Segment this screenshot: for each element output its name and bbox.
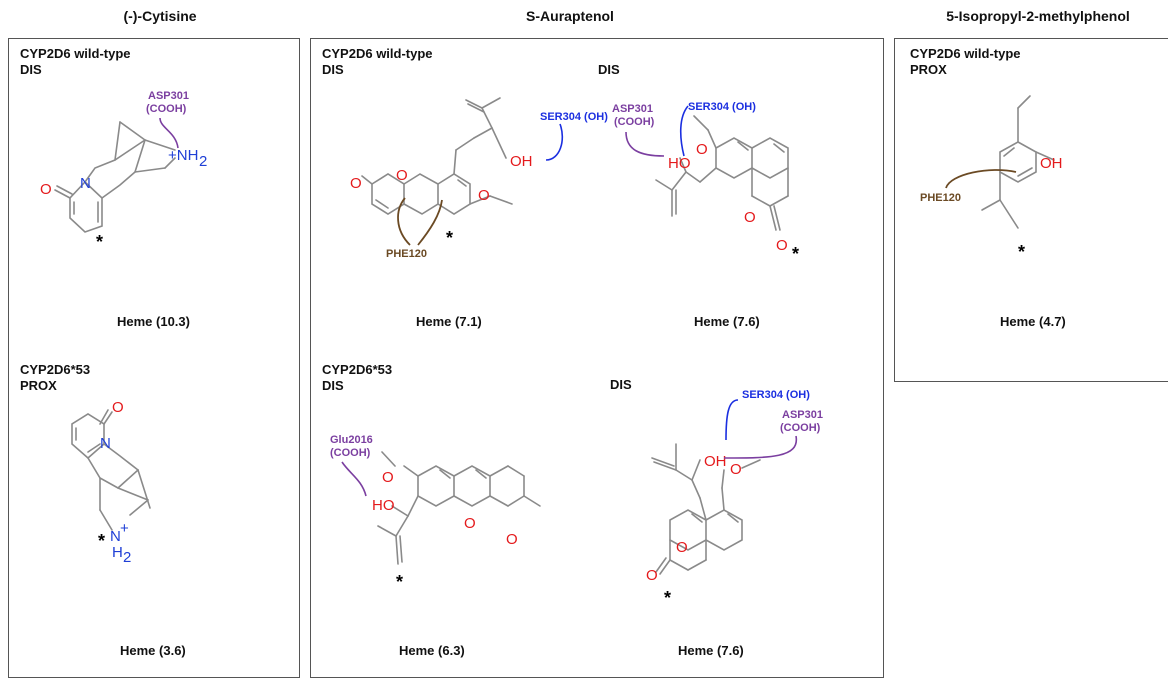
hydroxyl-ho: HO [668,155,691,172]
site-of-metabolism-star: * [98,531,105,551]
residue-ser304: SER304 (OH) [688,101,756,113]
cytisine-53-structure: O N * N + H 2 [71,399,151,566]
auraptenol-wt-2-structure: O HO O O * SER304 (OH) ASP301 (COOH) [612,101,799,264]
oxygen-atom: O [478,187,490,204]
subscript-2: 2 [199,153,207,170]
auraptenol-53-2-labels: DIS [610,377,632,393]
oxygen-atom: O [730,461,742,478]
heme-distance: Heme (4.7) [1000,314,1066,329]
ammonium-h: H [112,544,123,561]
auraptenol-wt-1-labels: CYP2D6 wild-type DIS [322,46,433,78]
residue-glu2016: Glu2016 [330,434,373,446]
mode-label: DIS [610,377,632,392]
mode-label: DIS [598,62,620,77]
residue-cooh: (COOH) [614,116,655,128]
site-of-metabolism-star: * [396,572,403,592]
heme-distance: Heme (7.6) [678,643,744,658]
hydroxyl-oh: OH [1040,155,1063,172]
residue-phe120: PHE120 [386,248,427,260]
oxygen-atom: O [382,469,394,486]
residue-cooh: (COOH) [780,422,821,434]
residue-phe120: PHE120 [920,192,961,204]
site-of-metabolism-star: * [96,232,103,252]
oxygen-atom: O [506,531,518,548]
ammonium-nh2: +NH [168,147,198,164]
residue-asp301: ASP301 [782,409,823,421]
mode-label: DIS [322,378,344,393]
hydroxyl-oh: OH [704,453,727,470]
oxygen-atom: O [696,141,708,158]
plus-charge: + [120,520,129,537]
site-of-metabolism-star: * [446,228,453,248]
heme-distance: Heme (7.6) [694,314,760,329]
oxygen-atom: O [350,175,362,192]
panel-isopropylmethylphenol [894,38,1168,382]
residue-cooh: (COOH) [330,447,371,459]
isopropylmethylphenol-structure: OH * PHE120 [920,95,1063,262]
auraptenol-wt-1-structure: O O O OH * SER304 (OH) PHE120 [350,97,608,260]
heme-distance: Heme (6.3) [399,643,465,658]
residue-ser304: SER304 (OH) [742,389,810,401]
hydroxyl-oh: OH [510,153,533,170]
mode-label: DIS [322,62,344,77]
variant-label: CYP2D6 wild-type [322,46,433,61]
variant-label: CYP2D6 wild-type [910,46,1021,61]
site-of-metabolism-star: * [1018,242,1025,262]
hydroxyl-ho: HO [372,497,395,514]
site-of-metabolism-star: * [792,244,799,264]
residue-ser304: SER304 (OH) [540,111,608,123]
mode-label: PROX [20,378,57,393]
oxygen-atom: O [464,515,476,532]
cytisine-wt-structure: O N +NH 2 * ASP301 (COOH) [40,90,207,252]
oxygen-atom: O [112,399,124,416]
site-of-metabolism-star: * [664,588,671,608]
variant-label: CYP2D6*53 [322,362,393,377]
heme-distance: Heme (7.1) [416,314,482,329]
mode-label: DIS [20,62,42,77]
variant-label: CYP2D6 wild-type [20,46,131,61]
oxygen-atom: O [676,539,688,556]
iso-wt-labels: CYP2D6 wild-type PROX [910,46,1021,78]
mode-label: PROX [910,62,947,77]
cytisine-wt-labels: CYP2D6 wild-type DIS [20,46,131,78]
auraptenol-53-1-labels: CYP2D6*53 DIS [322,362,392,394]
residue-asp301: ASP301 [612,103,653,115]
variant-label: CYP2D6*53 [20,362,91,377]
column-title-auraptenol: S-Auraptenol [526,8,614,24]
auraptenol-53-1-structure: O HO O O * Glu2016 (COOH) [330,434,541,592]
residue-asp301: ASP301 [148,90,189,102]
nitrogen-atom: N [80,175,91,192]
residue-cooh: (COOH) [146,103,187,115]
heme-distance: Heme (10.3) [117,314,190,329]
oxygen-atom: O [744,209,756,226]
auraptenol-53-2-structure: OH O O O * SER304 (OH) ASP301 (COOH) [646,389,823,608]
nitrogen-atom: N [100,435,111,452]
oxygen-atom: O [40,181,52,198]
oxygen-atom: O [776,237,788,254]
oxygen-atom: O [646,567,658,584]
column-title-isopropylmethylphenol: 5-Isopropyl-2-methylphenol [946,8,1130,24]
subscript-2: 2 [123,549,131,566]
cytisine-53-labels: CYP2D6*53 PROX [20,362,90,394]
oxygen-atom: O [396,167,408,184]
column-title-cytisine: (-)-Cytisine [123,8,197,24]
ammonium-n: N [110,528,121,545]
auraptenol-wt-2-labels: DIS [598,62,620,78]
heme-distance: Heme (3.6) [120,643,186,658]
